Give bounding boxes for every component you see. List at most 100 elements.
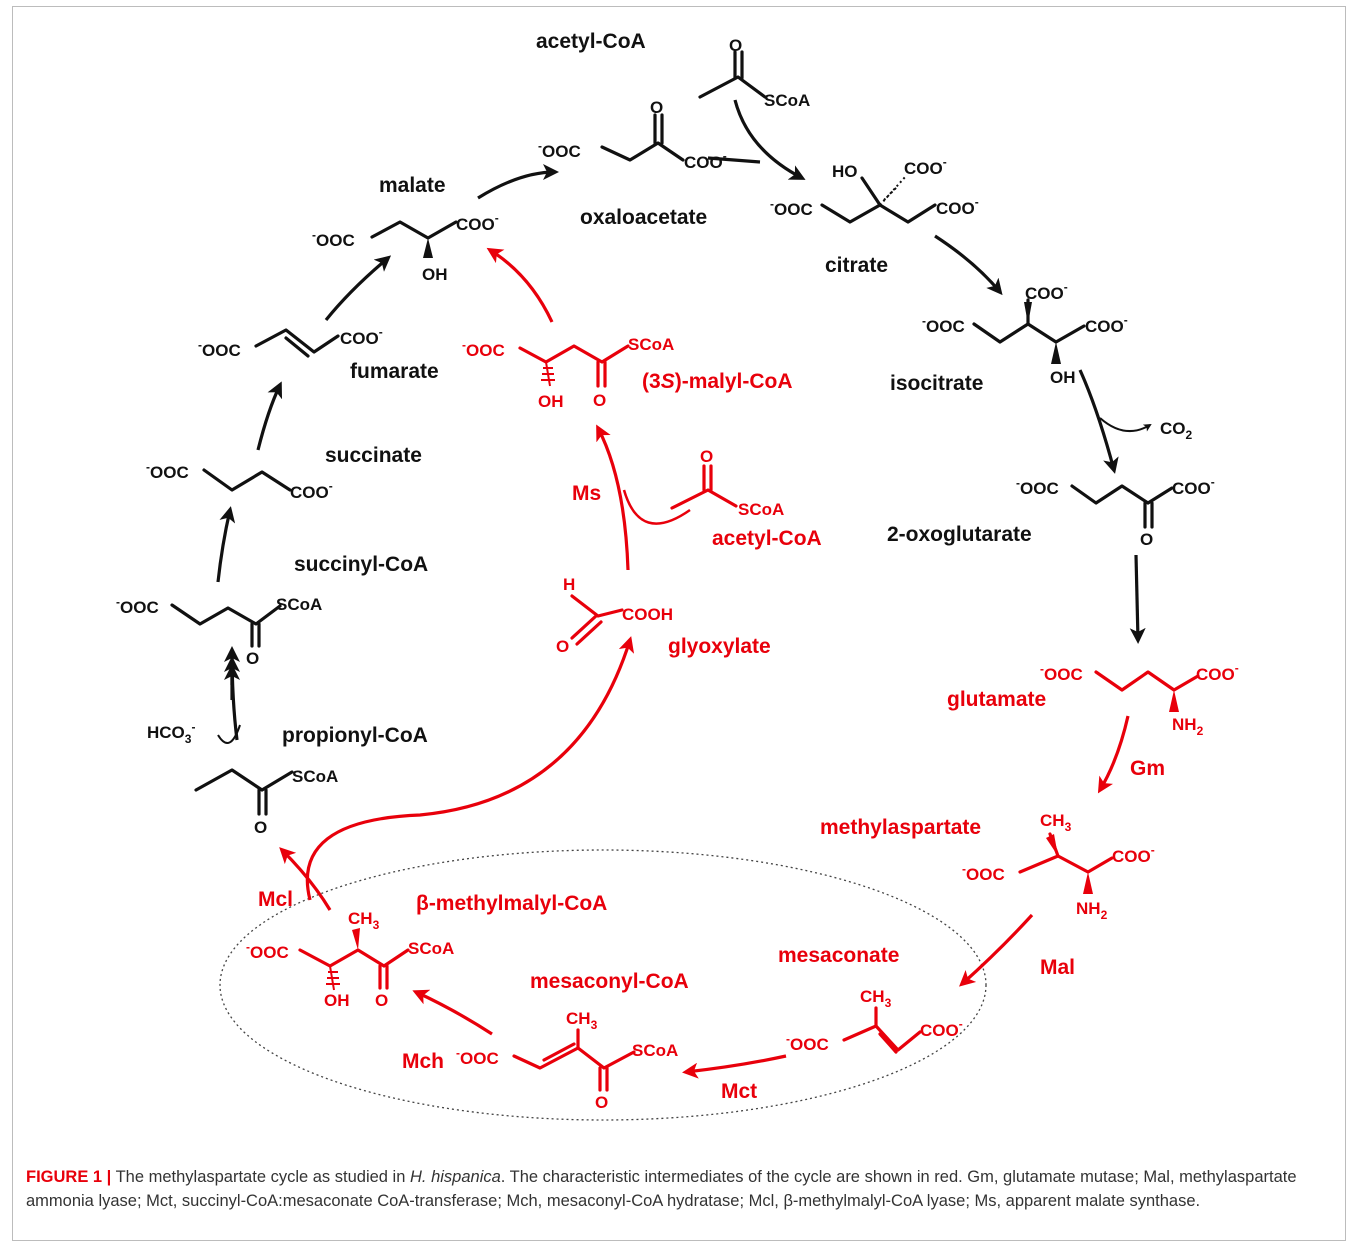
methylmalyl-coa-structure: β-methylmalyl-CoA CH3 OH O -OOC SCoA <box>246 892 607 1010</box>
succinyl-coa-structure: succinyl-CoA -OOC O SCoA <box>116 553 428 668</box>
svg-text:COO-: COO- <box>904 155 947 178</box>
figure-frame <box>12 6 1346 1241</box>
acetyl-coa-red-structure: O SCoA acetyl-CoA <box>670 447 822 550</box>
oxaloacetate-label: oxaloacetate <box>580 206 707 229</box>
svg-text:COO-: COO- <box>920 1017 963 1040</box>
scoa-label: SCoA <box>764 91 810 110</box>
oxoglutarate-label: 2-oxoglutarate <box>887 523 1032 546</box>
enzyme-mcl: Mcl <box>258 888 293 911</box>
svg-text:NH2: NH2 <box>1076 899 1108 922</box>
svg-text:CH3: CH3 <box>1040 811 1072 834</box>
svg-text:COO-: COO- <box>1172 475 1215 498</box>
svg-text:O: O <box>595 1093 608 1112</box>
malyl-coa-structure: -OOC OH O SCoA (3S)-malyl-CoA <box>462 335 793 411</box>
svg-text:O: O <box>254 818 267 837</box>
svg-text:COO-: COO- <box>340 325 383 348</box>
enzyme-ms: Ms <box>572 482 601 505</box>
svg-text:-OOC: -OOC <box>116 595 159 617</box>
svg-text:CH3: CH3 <box>860 987 892 1010</box>
isocitrate-label: isocitrate <box>890 372 983 395</box>
mesaconate-structure: mesaconate CH3 -OOC COO- <box>778 944 963 1054</box>
hco3-label: HCO3- <box>147 720 195 746</box>
methylaspartate-structure: methylaspartate CH3 -OOC NH2 COO- <box>820 811 1155 922</box>
o-label: O <box>729 36 742 55</box>
svg-text:-OOC: -OOC <box>456 1046 499 1068</box>
glutamate-label: glutamate <box>947 688 1046 711</box>
svg-text:OH: OH <box>324 991 350 1010</box>
succinate-structure: succinate -OOC COO- <box>146 444 422 502</box>
svg-text:O: O <box>700 447 713 466</box>
enzyme-mal: Mal <box>1040 956 1075 979</box>
mesaconate-label: mesaconate <box>778 944 899 967</box>
fumarate-label: fumarate <box>350 360 439 383</box>
svg-text:-OOC: -OOC <box>146 460 189 482</box>
svg-text:SCoA: SCoA <box>628 335 674 354</box>
methylmalyl-coa-label: β-methylmalyl-CoA <box>416 892 607 915</box>
malate-structure: malate -OOC OH COO- <box>312 174 499 284</box>
svg-text:SCoA: SCoA <box>738 500 784 519</box>
svg-text:SCoA: SCoA <box>276 595 322 614</box>
svg-text:-OOC: -OOC <box>770 197 813 219</box>
methylaspartate-label: methylaspartate <box>820 816 981 839</box>
svg-text:O: O <box>246 649 259 668</box>
enzyme-mch: Mch <box>402 1050 444 1073</box>
svg-text:-OOC: -OOC <box>462 338 505 360</box>
svg-text:O: O <box>650 98 663 117</box>
svg-text:OH: OH <box>538 392 564 411</box>
svg-text:CH3: CH3 <box>348 909 380 932</box>
svg-text:CH3: CH3 <box>566 1009 598 1032</box>
fumarate-structure: -OOC COO- fumarate <box>198 325 439 383</box>
svg-text:O: O <box>593 391 606 410</box>
figure-label: FIGURE 1 | <box>26 1168 112 1186</box>
svg-text:-OOC: -OOC <box>962 862 1005 884</box>
svg-text:SCoA: SCoA <box>632 1041 678 1060</box>
mesaconyl-coa-structure: mesaconyl-CoA CH3 O -OOC SCoA <box>456 970 689 1112</box>
enzyme-mct: Mct <box>721 1080 757 1103</box>
svg-text:O: O <box>1140 530 1153 549</box>
citrate-structure: -OOC HO COO- COO- citrate <box>770 155 979 277</box>
svg-text:COO-: COO- <box>456 211 499 234</box>
citrate-label: citrate <box>825 254 888 277</box>
figure-caption: FIGURE 1 | The methylaspartate cycle as … <box>26 1165 1326 1213</box>
isocitrate-structure: -OOC COO- COO- OH isocitrate <box>890 280 1128 395</box>
svg-text:-OOC: -OOC <box>1040 662 1083 684</box>
svg-text:COO-: COO- <box>1085 313 1128 336</box>
svg-text:-OOC: -OOC <box>538 139 581 161</box>
svg-text:OH: OH <box>1050 368 1076 387</box>
malyl-coa-label: (3S)-malyl-CoA <box>642 370 793 393</box>
glyoxylate-structure: H O COOH glyoxylate <box>556 575 771 658</box>
svg-text:-OOC: -OOC <box>786 1032 829 1054</box>
co2-label: CO2 <box>1160 419 1193 442</box>
svg-text:-OOC: -OOC <box>922 314 965 336</box>
svg-text:COO-: COO- <box>290 479 333 502</box>
acetyl-coa-top-label: acetyl-CoA <box>536 30 646 53</box>
svg-text:SCoA: SCoA <box>408 939 454 958</box>
propionyl-coa-label: propionyl-CoA <box>282 724 428 747</box>
acetyl-coa-red-label: acetyl-CoA <box>712 527 822 550</box>
oxaloacetate-structure: -OOC O COO- oxaloacetate <box>538 98 727 229</box>
mesaconyl-coa-label: mesaconyl-CoA <box>530 970 689 993</box>
svg-text:COO-: COO- <box>1112 843 1155 866</box>
glyoxylate-label: glyoxylate <box>668 635 771 658</box>
propionyl-coa-structure: propionyl-CoA O SCoA <box>194 724 428 837</box>
enzyme-gm: Gm <box>1130 757 1165 780</box>
svg-text:SCoA: SCoA <box>292 767 338 786</box>
svg-text:-OOC: -OOC <box>198 338 241 360</box>
caption-text-1: The methylaspartate cycle as studied in <box>111 1168 410 1186</box>
malate-label: malate <box>379 174 446 197</box>
svg-text:COO-: COO- <box>1196 661 1239 684</box>
succinate-label: succinate <box>325 444 422 467</box>
succinyl-coa-label: succinyl-CoA <box>294 553 428 576</box>
caption-species: H. hispanica <box>409 1168 501 1186</box>
svg-text:-OOC: -OOC <box>1016 476 1059 498</box>
methylaspartate-cycle-diagram: acetyl-CoA O SCoA -OOC O COO- oxaloaceta… <box>116 30 1239 1121</box>
svg-text:-OOC: -OOC <box>246 940 289 962</box>
oxoglutarate-structure: -OOC O COO- 2-oxoglutarate <box>887 475 1215 549</box>
svg-text:NH2: NH2 <box>1172 715 1204 738</box>
acetyl-coa-top-structure: acetyl-CoA O SCoA <box>536 30 810 110</box>
caption-text-2: . The characteristic intermediates of th… <box>26 1168 1297 1210</box>
svg-text:HO: HO <box>832 162 858 181</box>
svg-text:COOH: COOH <box>622 605 673 624</box>
svg-text:COO-: COO- <box>1025 280 1068 303</box>
enclosure-ellipse <box>219 849 987 1121</box>
